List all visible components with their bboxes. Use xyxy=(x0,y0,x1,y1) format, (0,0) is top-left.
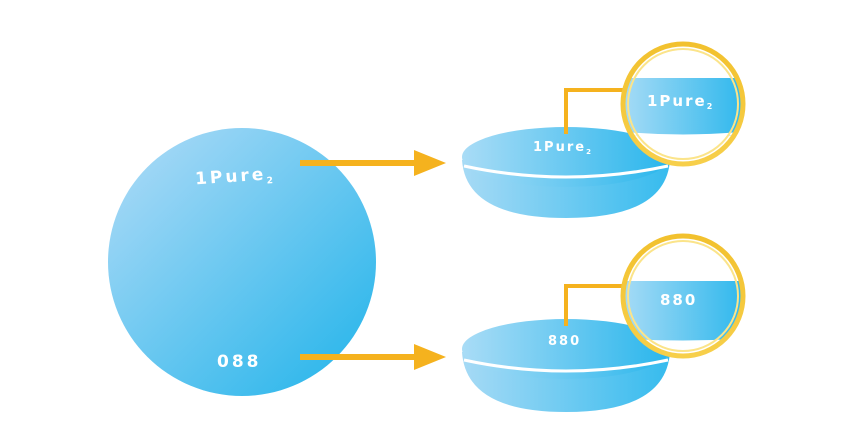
zoom-circle-bottom: 880 xyxy=(620,233,746,359)
connector-bottom xyxy=(564,284,624,326)
arrow-bottom xyxy=(300,344,446,370)
contact-lens-sphere: 1Pure2 088 xyxy=(108,128,376,396)
zoom-top-label: 1Pure2 xyxy=(647,92,714,111)
lens-bottom-label: 880 xyxy=(548,334,581,349)
connector-top xyxy=(564,88,624,134)
sphere-top-label: 1Pure2 xyxy=(194,164,276,192)
arrow-top xyxy=(300,150,446,176)
sphere-bottom-label: 088 xyxy=(217,352,262,372)
zoom-circle-top: 1Pure2 xyxy=(620,41,746,167)
lens-correct-orientation: 1Pure2 xyxy=(462,127,670,218)
lens-inverted-orientation: 880 xyxy=(462,319,670,412)
lens-top-label: 1Pure2 xyxy=(533,140,593,156)
zoom-bottom-label: 880 xyxy=(660,291,697,309)
